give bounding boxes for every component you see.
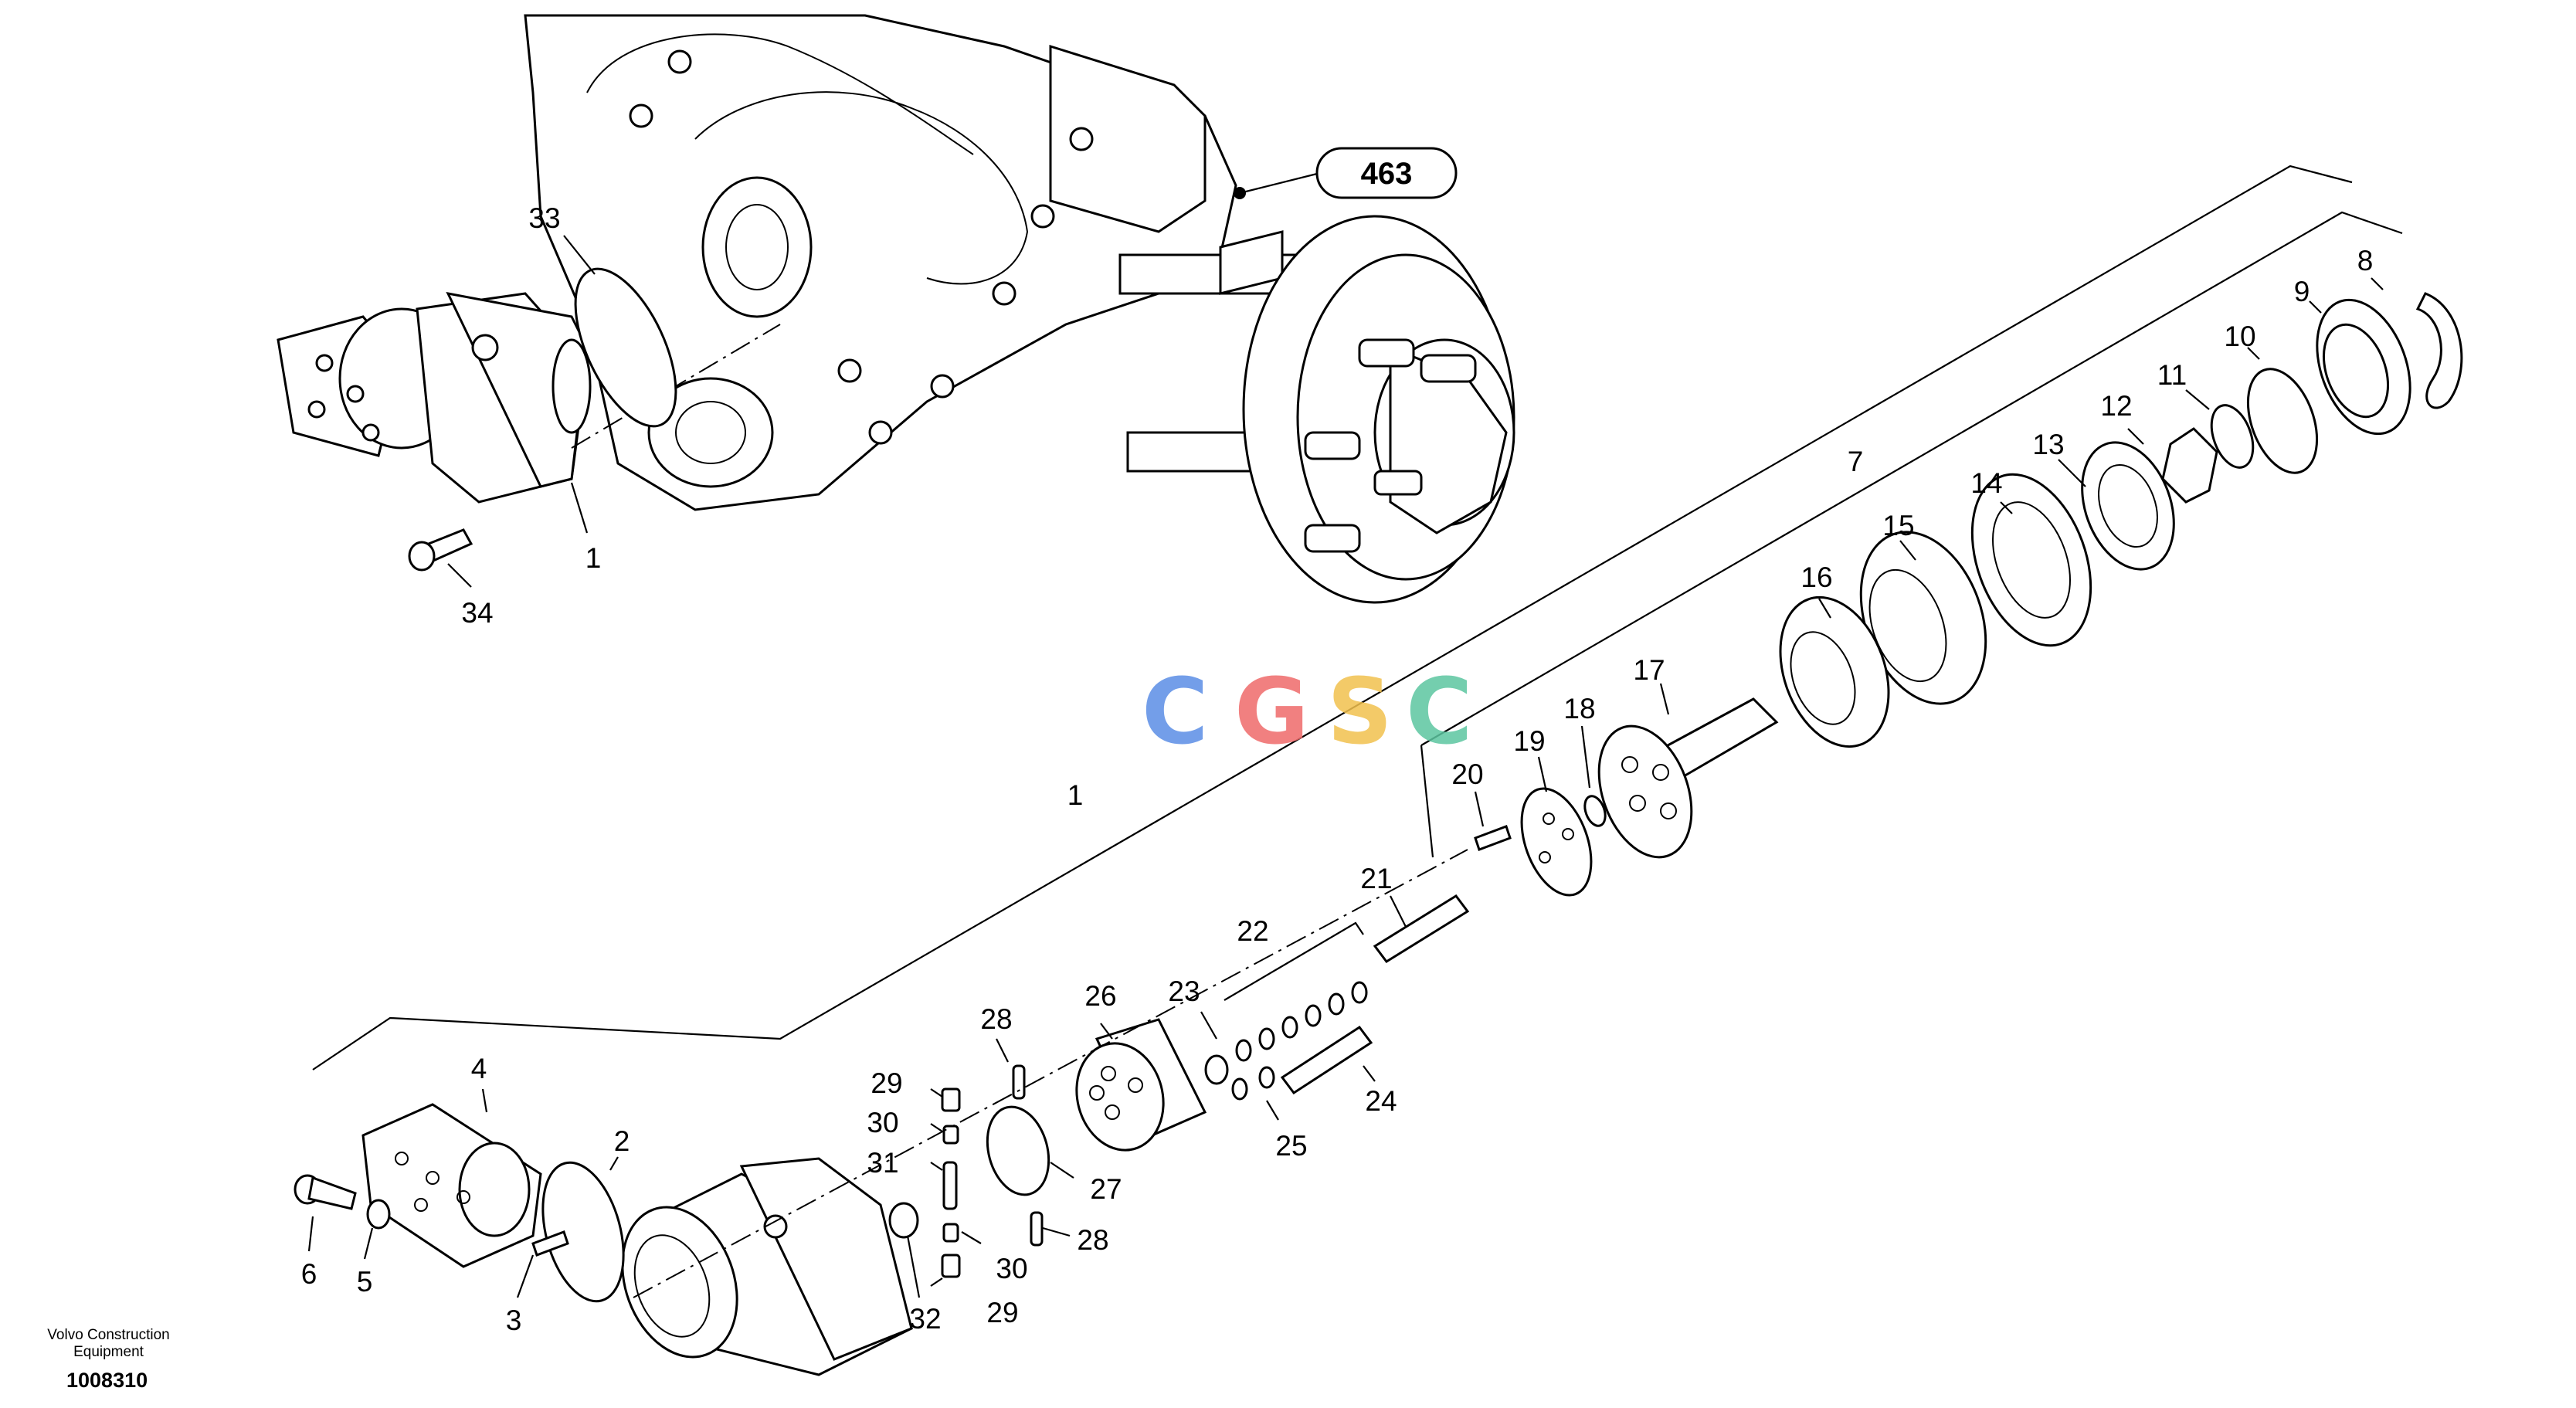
o-ring-33 — [574, 267, 677, 428]
assembly-axis — [633, 849, 1468, 1298]
callout-8: 8 — [2357, 245, 2374, 277]
part-25-rings — [1231, 1066, 1275, 1101]
callout-6: 6 — [301, 1258, 317, 1290]
parts-28-31-small-items — [941, 1064, 1044, 1278]
callout-30-top: 30 — [867, 1107, 898, 1138]
callout-29-top: 29 — [871, 1067, 902, 1099]
part-13-bearing — [2081, 441, 2175, 571]
callout-30-bottom: 30 — [996, 1253, 1027, 1284]
part-23-piston — [1204, 1054, 1229, 1085]
part-16-bearing — [1779, 595, 1890, 748]
callout-3: 3 — [506, 1305, 522, 1336]
group-bracket-lines — [312, 165, 2403, 1070]
part-11-bearing — [2210, 404, 2255, 469]
callout-12: 12 — [2100, 390, 2132, 422]
callout-26: 26 — [1084, 980, 1116, 1012]
part-17-shaft — [1597, 697, 1779, 859]
part-12-nut — [2161, 427, 2218, 504]
company-line-1: Volvo Construction — [47, 1327, 170, 1343]
callout-29-bottom: 29 — [986, 1297, 1018, 1328]
motor-housing-lower — [621, 1157, 914, 1376]
callout-21: 21 — [1360, 863, 1392, 894]
callout-27: 27 — [1090, 1173, 1122, 1205]
part-21-pin — [1373, 894, 1470, 963]
part-19-plate — [1520, 787, 1593, 897]
part-5-washer — [366, 1199, 391, 1230]
bolt-34 — [408, 528, 473, 572]
callout-32: 32 — [909, 1303, 941, 1335]
part-3-pin — [531, 1230, 569, 1257]
watermark-letter-s: S — [1327, 658, 1393, 765]
part-18-washer — [1583, 795, 1607, 827]
watermark-logo: C G S C — [1142, 658, 1473, 765]
badge-label: 463 — [1361, 157, 1413, 191]
part-32-disc — [888, 1202, 919, 1239]
part-9-flange — [2316, 298, 2411, 436]
callout-28-top: 28 — [980, 1003, 1012, 1035]
watermark-letter-g: G — [1234, 658, 1309, 765]
company-line-2: Equipment — [73, 1344, 144, 1360]
drawing-number: 1008310 — [66, 1369, 148, 1392]
part-2-o-ring — [541, 1161, 625, 1303]
callout-31: 31 — [867, 1147, 898, 1179]
leader-lines — [307, 235, 2384, 1298]
callout-15: 15 — [1882, 510, 1914, 541]
axle-housing-drawing — [524, 14, 1515, 604]
part-22-rings — [1235, 981, 1368, 1062]
part-14-seal — [1970, 473, 2092, 647]
assembled-hydraulic-motor — [277, 291, 781, 504]
part-6-bolt — [294, 1174, 357, 1210]
callout-13: 13 — [2032, 429, 2064, 460]
part-24-pin — [1280, 1025, 1373, 1095]
callout-7: 7 — [1848, 446, 1864, 477]
callout-5: 5 — [357, 1266, 373, 1298]
callout-1-mid: 1 — [1067, 779, 1084, 811]
callout-20: 20 — [1451, 758, 1483, 790]
callout-22: 22 — [1237, 915, 1268, 947]
callout-16: 16 — [1800, 562, 1832, 593]
part-26-cylinder-block — [1075, 1018, 1207, 1152]
company-name: Volvo Construction Equipment — [37, 1327, 180, 1361]
part-8-circlip — [2415, 292, 2463, 409]
callout-33: 33 — [528, 202, 560, 234]
callout-19: 19 — [1513, 725, 1545, 757]
callout-14: 14 — [1970, 467, 2002, 499]
watermark-letter-c2: C — [1406, 658, 1473, 765]
callout-24: 24 — [1365, 1085, 1397, 1117]
part-20-screw — [1474, 825, 1512, 851]
part-27-plate — [986, 1105, 1050, 1196]
callout-18: 18 — [1563, 693, 1595, 724]
callout-9: 9 — [2294, 276, 2310, 307]
reference-badge-463: 463 — [1234, 147, 1458, 199]
part-10-ring — [2246, 368, 2319, 474]
callout-17: 17 — [1633, 654, 1665, 686]
callout-23: 23 — [1168, 975, 1200, 1007]
callout-34: 34 — [461, 597, 493, 629]
callout-10: 10 — [2224, 321, 2255, 352]
callout-1-top: 1 — [585, 542, 602, 574]
part-4-end-cover — [361, 1103, 542, 1268]
watermark-letter-c1: C — [1142, 658, 1209, 765]
callout-28-bottom: 28 — [1077, 1224, 1108, 1256]
callout-25: 25 — [1275, 1130, 1307, 1162]
callout-4: 4 — [471, 1053, 487, 1084]
callout-2: 2 — [614, 1125, 630, 1157]
callout-labels: 33 1 34 7 1 8 9 10 11 12 13 14 15 16 17 … — [301, 202, 2374, 1336]
callout-11: 11 — [2157, 359, 2187, 391]
